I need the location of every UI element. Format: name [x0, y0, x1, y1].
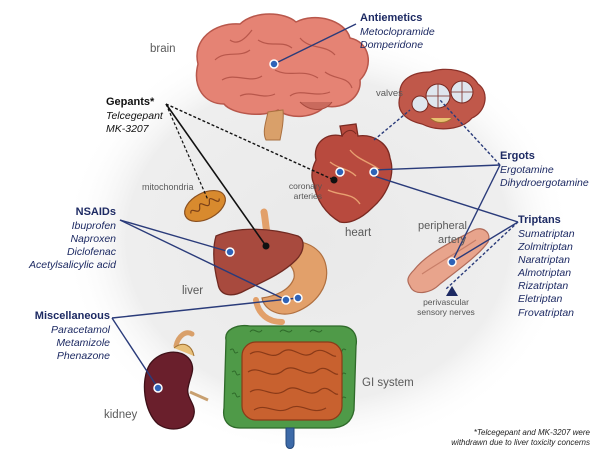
triptans-title: Triptans	[518, 214, 575, 228]
peripheral-artery-label: peripheral artery	[418, 220, 467, 248]
heart-target-dot-right	[370, 168, 378, 176]
nsaids-drug: Ibuprofen	[4, 220, 116, 233]
kidney-target-dot	[154, 384, 162, 392]
artery-target-dot	[448, 258, 456, 266]
liver-target-dot	[226, 248, 234, 256]
heart-target-dot-left	[336, 168, 344, 176]
mitochondria-label: mitochondria	[142, 182, 194, 193]
antiemetics-drug: Metoclopramide	[360, 26, 435, 39]
miscellaneous-title: Miscellaneous	[4, 310, 110, 324]
triptans-drug: Frovatriptan	[518, 307, 575, 320]
miscellaneous-drug: Metamizole	[4, 337, 110, 350]
perivascular-label-line-2: sensory nerves	[406, 308, 486, 318]
triptans-drug: Eletriptan	[518, 293, 575, 306]
liver-gepants-dot	[263, 243, 270, 250]
coronary-arteries-label: coronary arteries	[262, 182, 322, 202]
nsaids-drug: Naproxen	[4, 233, 116, 246]
stomach-target-dot-right	[294, 294, 302, 302]
miscellaneous-group: Miscellaneous Paracetamol Metamizole Phe…	[4, 310, 110, 363]
coronary-gepants-dot	[331, 177, 338, 184]
brain-label: brain	[150, 42, 176, 56]
ergots-drug: Dihydroergotamine	[500, 177, 589, 190]
peripheral-label-line-2: artery	[418, 234, 467, 248]
kidney-label: kidney	[104, 408, 137, 422]
rectum-illustration	[286, 428, 294, 449]
gepants-title: Gepants*	[106, 96, 163, 110]
antiemetics-title: Antiemetics	[360, 12, 435, 26]
brain-target-dot	[270, 60, 278, 68]
footnote-line-2: withdrawn due to liver toxicity concerns	[390, 438, 590, 448]
small-intestine-illustration	[242, 342, 342, 420]
antiemetics-drug: Domperidone	[360, 39, 435, 52]
footnote: *Telcegepant and MK-3207 were withdrawn …	[390, 428, 590, 449]
miscellaneous-drug: Phenazone	[4, 350, 110, 363]
gepants-drug: MK-3207	[106, 123, 163, 136]
triptans-drug: Sumatriptan	[518, 228, 575, 241]
triptans-drug: Almotriptan	[518, 267, 575, 280]
coronary-label-line-2: arteries	[262, 192, 322, 202]
nsaids-drug: Diclofenac	[4, 246, 116, 259]
nsaids-group: NSAIDs Ibuprofen Naproxen Diclofenac Ace…	[4, 206, 116, 272]
gi-system-label: GI system	[362, 376, 414, 390]
triptans-drug: Rizatriptan	[518, 280, 575, 293]
liver-label: liver	[182, 284, 203, 298]
ergots-drug: Ergotamine	[500, 164, 589, 177]
peripheral-label-line-1: peripheral	[418, 220, 467, 234]
ergots-group: Ergots Ergotamine Dihydroergotamine	[500, 150, 589, 190]
nsaids-title: NSAIDs	[4, 206, 116, 220]
heart-label: heart	[345, 226, 371, 240]
nsaids-drug: Acetylsalicylic acid	[4, 259, 116, 272]
triptans-drug: Zolmitriptan	[518, 241, 575, 254]
triptans-group: Triptans Sumatriptan Zolmitriptan Naratr…	[518, 214, 575, 320]
stomach-target-dot-left	[282, 296, 290, 304]
valves-label: valves	[376, 88, 403, 100]
perivascular-nerves-label: perivascular sensory nerves	[406, 298, 486, 318]
ergots-title: Ergots	[500, 150, 589, 164]
footnote-line-1: *Telcegepant and MK-3207 were	[390, 428, 590, 438]
gepants-drug: Telcegepant	[106, 110, 163, 123]
triptans-drug: Naratriptan	[518, 254, 575, 267]
antiemetics-group: Antiemetics Metoclopramide Domperidone	[360, 12, 435, 52]
gepants-group: Gepants* Telcegepant MK-3207	[106, 96, 163, 136]
miscellaneous-drug: Paracetamol	[4, 324, 110, 337]
